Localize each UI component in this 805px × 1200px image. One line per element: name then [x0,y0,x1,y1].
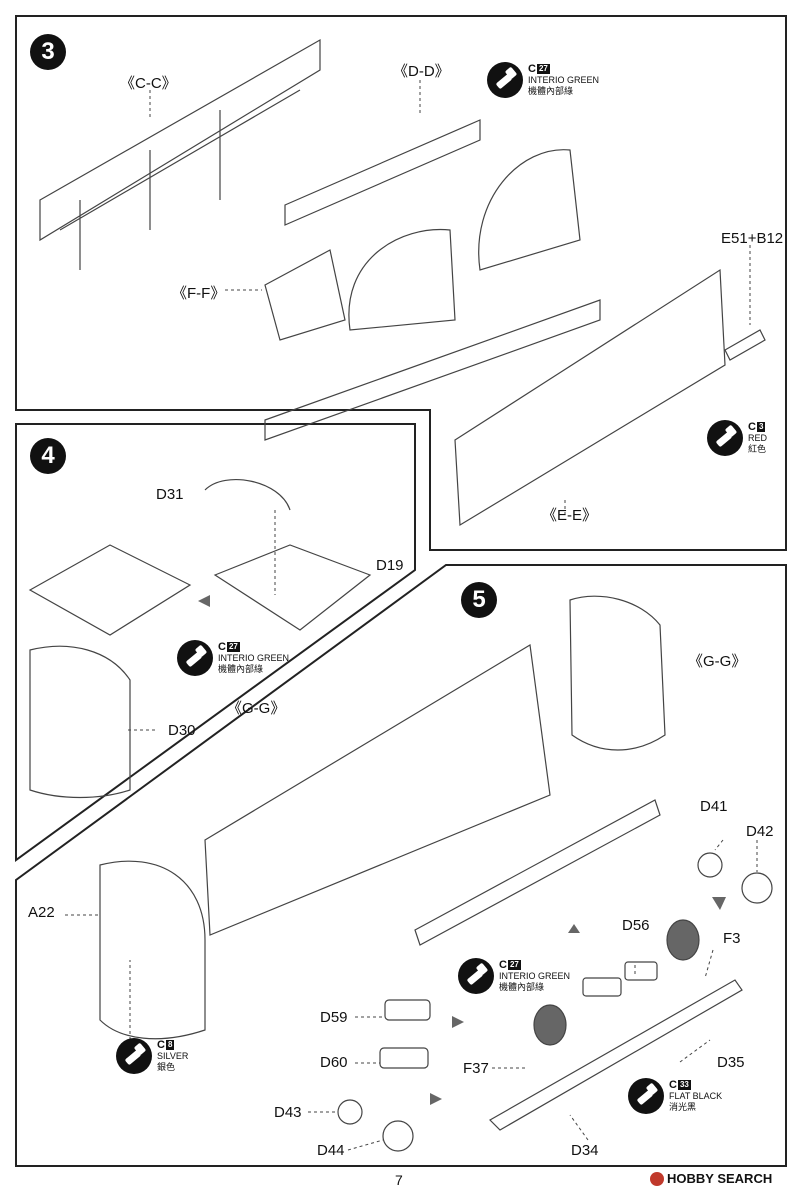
paint-prefix: C [218,641,226,653]
paint-brush-icon [487,62,523,98]
label-d56: D56 [622,917,650,934]
label-d31: D31 [156,486,184,503]
label-d41: D41 [700,798,728,815]
label-cc: 《C-C》 [120,75,177,92]
panel-ff [264,249,346,341]
step3-number: 3 [30,34,66,70]
label-d30: D30 [168,722,196,739]
label-ff: 《F-F》 [172,285,226,302]
label-d59: D59 [320,1009,348,1026]
label-d34: D34 [571,1142,599,1159]
paint-number: 27 [507,960,521,970]
wheel-d41 [697,852,723,878]
step3-panel [15,15,787,551]
paint-brush-icon [707,420,743,456]
paint-name: INTERIO GREEN [528,75,600,85]
paint-name: INTERIO GREEN [218,653,290,663]
paint-brush-icon [458,958,494,994]
frame-cc [39,38,321,242]
label-a22: A22 [28,904,55,921]
paint-number: 3 [756,422,766,432]
wheel-bar [489,979,743,1131]
paint-prefix: C [499,959,507,971]
label-f3: F3 [723,930,741,947]
paint-name-cn: 機體內部綠 [218,664,264,674]
wheel-d42 [741,872,773,904]
paint-brush-icon [177,640,213,676]
label-ee: 《E-E》 [542,507,598,524]
block-d59 [384,999,431,1021]
paint-number: 33 [677,1080,691,1090]
seat-2 [478,149,581,271]
frame-ee [454,268,726,527]
tire-1 [533,1004,567,1046]
block-d56-b [624,961,658,981]
paint-prefix: C [748,421,756,433]
label-e51-b12: E51+B12 [721,230,784,247]
part-floor [28,544,192,636]
block-d56-a [582,977,622,997]
paint-name-cn: 機體內部綠 [499,982,545,992]
pins-e51 [724,329,766,361]
floor-3 [264,299,601,441]
label-d19: D19 [376,557,404,574]
step5-panel [15,564,787,1167]
page-number: 7 [395,1172,403,1188]
label-d42: D42 [746,823,774,840]
fuselage-frame [204,644,551,936]
step4-number: 4 [30,438,66,474]
paint-prefix: C [528,63,536,75]
step4-panel [15,423,416,862]
hobby-search-logo: HOBBY SEARCH [650,1171,772,1186]
paint-name: SILVER [157,1051,189,1061]
label-dd: 《D-D》 [393,63,450,80]
paint-name-cn: 銀色 [157,1062,176,1072]
paint-number: 8 [165,1040,175,1050]
paint-number: 27 [536,64,550,74]
seat-1 [348,228,456,331]
label-d35: D35 [717,1054,745,1071]
logo-text: HOBBY SEARCH [667,1171,773,1186]
label-f37: F37 [463,1060,489,1077]
label-d60: D60 [320,1054,348,1071]
paint-brush-icon [628,1078,664,1114]
step5-number: 5 [461,582,497,618]
label-gg-4: 《G-G》 [227,700,286,717]
paint-name-cn: 紅色 [748,444,767,454]
floor-plate [414,799,661,946]
frame-dd [284,119,481,226]
paint-name-cn: 機體內部綠 [528,86,574,96]
logo-mark-icon [650,1171,664,1186]
paint-name-cn: 消光黑 [669,1102,697,1112]
paint-name: INTERIO GREEN [499,971,571,981]
paint-prefix: C [157,1039,165,1051]
paint-number: 27 [226,642,240,652]
part-d30 [29,645,131,799]
paint-prefix: C [669,1079,677,1091]
wheel-d43 [337,1099,363,1125]
paint-name: RED [748,433,768,443]
part-d31 [204,479,291,511]
label-d43: D43 [274,1104,302,1121]
part-d19 [213,544,372,631]
block-d60 [379,1047,429,1069]
label-gg-5: 《G-G》 [688,653,747,670]
label-d44: D44 [317,1142,345,1159]
tire-2 [666,919,700,961]
bulkhead-a22 [99,860,206,1040]
bulkhead-gg [569,595,666,751]
paint-brush-icon [116,1038,152,1074]
wheel-d44 [382,1120,414,1152]
paint-name: FLAT BLACK [669,1091,723,1101]
